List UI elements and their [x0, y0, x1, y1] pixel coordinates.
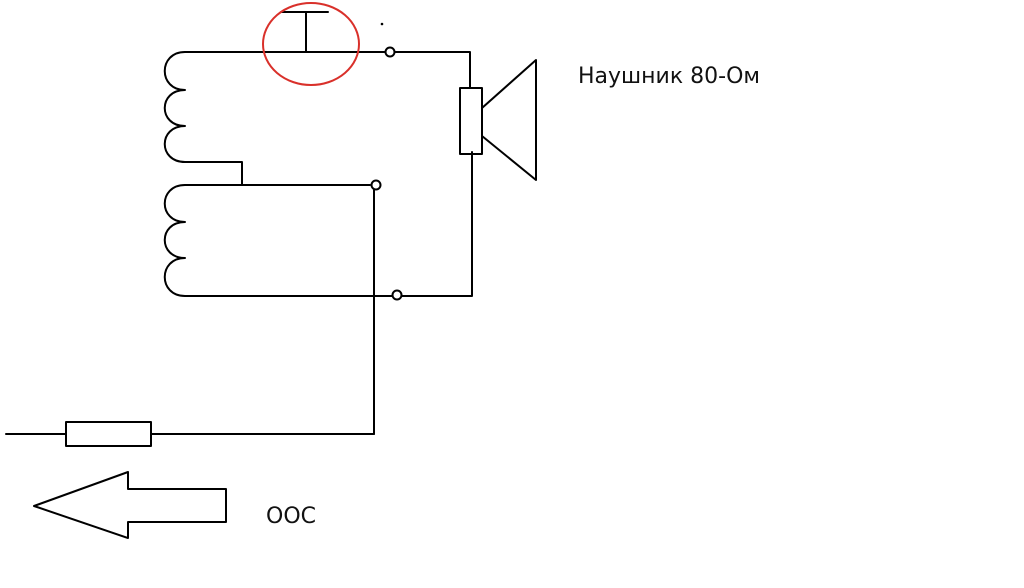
feedback-resistor: [65, 421, 152, 447]
top-wire: [184, 51, 471, 89]
headphone-body: [459, 87, 483, 155]
stray-dot: [380, 22, 384, 26]
highlight-ellipse: [262, 2, 360, 86]
t-element: [280, 11, 329, 53]
terminal-top: [384, 46, 396, 58]
center-tap-wire: [184, 161, 371, 186]
headphone-label: Наушник 80-Ом: [578, 64, 760, 89]
headphone-cone: [481, 59, 537, 181]
terminal-middle: [370, 179, 382, 191]
upper-winding: [163, 51, 186, 163]
terminal-bottom: [391, 289, 403, 301]
lower-winding: [163, 184, 186, 297]
bottom-wire: [184, 151, 473, 297]
feedback-arrow: [33, 471, 227, 539]
feedback-label: ООС: [266, 504, 316, 529]
